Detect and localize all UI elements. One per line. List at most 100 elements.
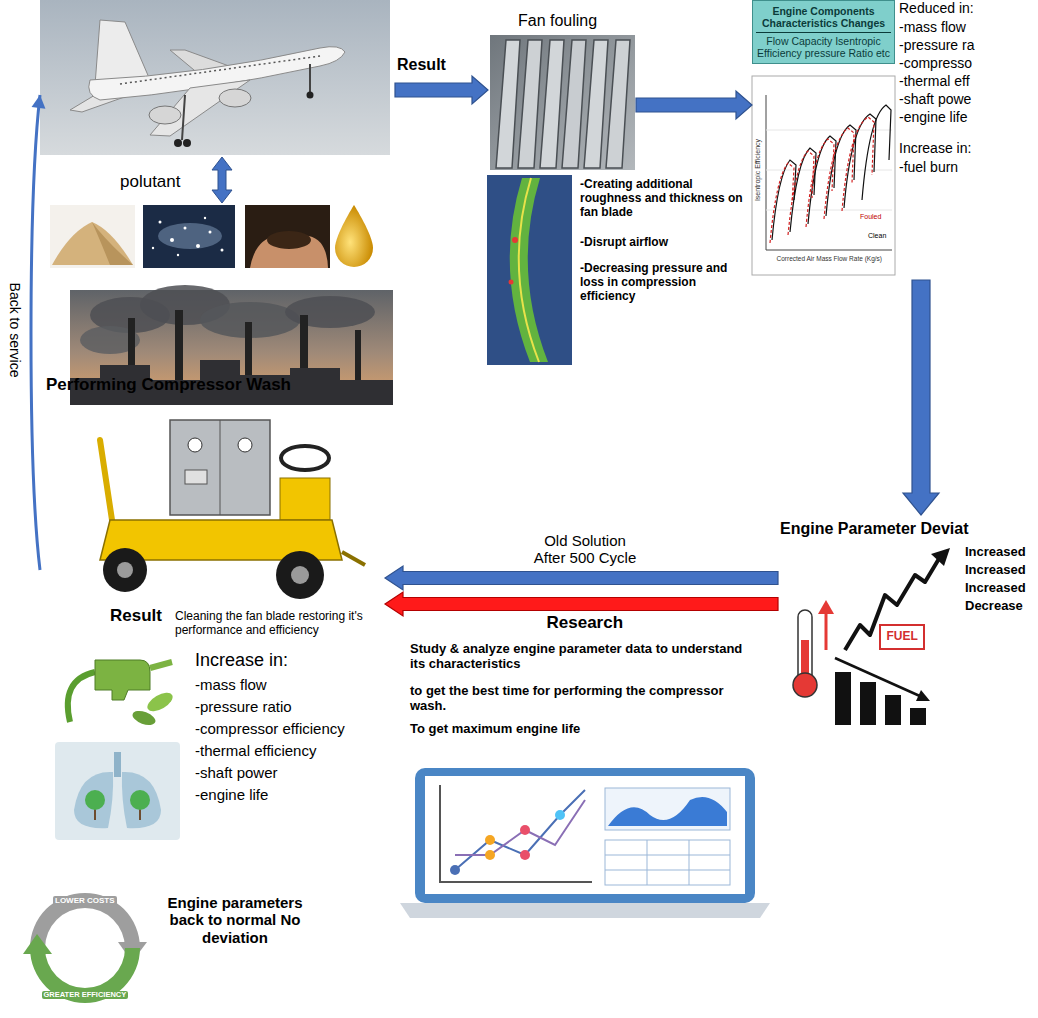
pollutant-panel: polutant [40, 0, 395, 408]
list-item: -pressure ratio [195, 698, 292, 715]
fuel-trend-icon [845, 548, 950, 650]
airplane-photo-part [150, 80, 250, 136]
airplane-photo-part [95, 20, 150, 85]
efficiency-chart [752, 76, 895, 275]
flow-arrow [385, 566, 778, 590]
pollutant-pictures-part [158, 223, 222, 249]
fan-blade-photo-part [540, 40, 564, 168]
decline-bars-icon-part [885, 695, 901, 725]
wash-cart-part [238, 438, 252, 452]
fouling-simulation-part [509, 280, 514, 285]
fuel-nozzle-icon-part [68, 672, 95, 722]
airplane-photo-part [174, 139, 182, 147]
fouling-simulation [487, 175, 572, 365]
recycle-icon-part [23, 934, 52, 954]
pollutant-pictures-part [170, 238, 174, 242]
list-heading: Increase in: [899, 140, 971, 156]
trend-word: Decrease [965, 599, 1023, 614]
fuel-trend-icon-part [931, 548, 950, 566]
axis-title: Corrected Air Mass Flow Rate (Kg/s) [775, 255, 884, 262]
wash-cart-part [342, 552, 365, 565]
effect-note: -Disrupt airflow [580, 236, 745, 250]
list-item: -compressor efficiency [195, 720, 345, 737]
laptop-illustration [400, 768, 770, 918]
pollutant-pictures-part [184, 227, 187, 230]
panel-title: Performing Compressor Wash [46, 375, 291, 395]
axis-title: Isentropic Efficiency [754, 137, 762, 203]
list-item: -mass flow [899, 19, 966, 35]
wash-cart-part [188, 438, 202, 452]
efficiency-chart-part-part [806, 139, 834, 227]
fuel-nozzle-icon-part [150, 662, 172, 668]
thermometer-icon-part [818, 600, 834, 614]
laptop-illustration-part [485, 850, 495, 860]
arrow-label: Back to service [6, 281, 22, 380]
list-item: -thermal eff [899, 73, 970, 89]
fouling-simulation-part [512, 237, 518, 243]
block-arrow [903, 280, 939, 515]
efficiency-chart-part-part [862, 105, 891, 200]
wash-cart-part [220, 420, 221, 515]
lungs-icon-part [122, 772, 161, 828]
wash-cart-part [280, 478, 330, 520]
curved-arrow [31, 95, 40, 570]
laptop-illustration-part [450, 865, 460, 875]
pollutant-label: polutant [120, 172, 181, 192]
list-item: -thermal efficiency [195, 742, 316, 759]
laptop-illustration-part [605, 788, 730, 830]
pollutant-pictures-part [196, 244, 200, 248]
research-note: Study & analyze engine parameter data to… [410, 642, 760, 672]
block-arrow [636, 91, 752, 119]
curve-tag: Fouled [858, 213, 883, 221]
fuel-nozzle-icon-part [95, 660, 150, 700]
trend-word: Increased [965, 581, 1026, 596]
list-item: -mass flow [195, 676, 267, 693]
thermometer-icon-part [825, 612, 828, 650]
pollutant-pictures-part [50, 205, 135, 268]
airplane-photo-part [149, 106, 181, 124]
wash-cart-part [276, 551, 324, 599]
recycle-icon-part [30, 948, 140, 1003]
list-item: -fuel burn [899, 159, 958, 175]
efficiency-chart-part-part [826, 125, 856, 216]
pollutant-pictures-part [152, 247, 154, 249]
laptop-illustration-part [400, 903, 770, 918]
decline-bars-icon-part [835, 672, 851, 725]
decline-bars-icon-part [835, 658, 922, 697]
laptop-illustration-part [608, 797, 727, 826]
efficiency-chart-part-part [788, 151, 814, 235]
pollutant-pictures [50, 205, 373, 268]
laptop-illustration-part [605, 840, 730, 885]
lungs-icon-part [114, 752, 121, 777]
laptop-illustration-part [520, 850, 530, 860]
laptop-illustration-part [455, 800, 585, 855]
pollutant-pictures-part [204, 217, 206, 219]
component-change-panel: Reduced in:-mass flow-pressure ra-compre… [752, 0, 1036, 280]
wash-cart-part [100, 440, 112, 520]
list-heading: Increase in: [195, 650, 288, 671]
wash-cart-part [117, 562, 133, 578]
list-item: -shaft power [195, 764, 278, 781]
result-heading: Result [110, 606, 162, 626]
arrow-label: Result [397, 56, 446, 74]
efficiency-chart-part [752, 76, 895, 275]
pollutant-pictures-part [92, 222, 133, 265]
laptop-illustration-part [455, 790, 585, 870]
list-heading: Reduced in: [899, 0, 974, 16]
pollutant-pictures-part [221, 249, 224, 252]
efficiency-chart-part [766, 95, 892, 250]
laptop-illustration-part [415, 768, 755, 903]
pollutant-pictures-part [159, 221, 162, 224]
double-arrow [212, 157, 232, 203]
deviation-panel: Engine Parameter DeviatIncreasedIncrease… [778, 515, 1036, 730]
list-item: -compresso [899, 55, 972, 71]
status-note: Engine parameters back to normal No devi… [160, 894, 310, 946]
arrow-head [32, 95, 46, 109]
pollutant-pictures-part [143, 205, 235, 268]
airplane-photo-part [183, 139, 191, 147]
wash-cart [100, 420, 365, 599]
box-body: Flow Capacity Isentropic Efficiency pres… [756, 32, 891, 59]
double-arrow-part [212, 157, 232, 203]
